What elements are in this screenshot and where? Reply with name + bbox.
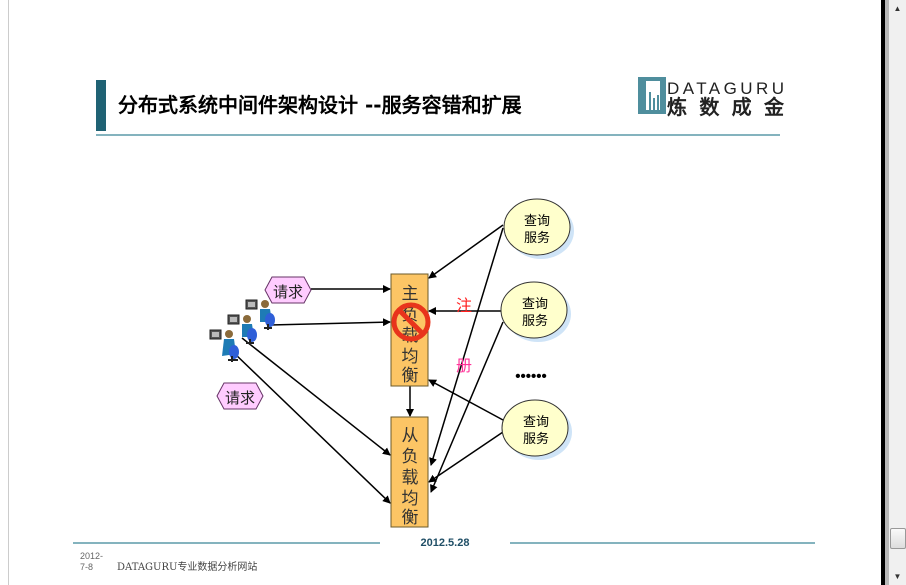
svg-text:查询: 查询 — [524, 214, 550, 229]
slave-load-balancer: 从 负 载 均 衡 — [390, 416, 429, 528]
prohibited-icon — [391, 302, 431, 342]
register-label-1: 注 — [456, 296, 472, 315]
svg-text:服务: 服务 — [523, 431, 549, 447]
svg-text:均: 均 — [402, 489, 419, 509]
query-service-2: 查询 服务 — [500, 281, 571, 342]
title-accent-bar — [96, 80, 106, 131]
window-border-gray — [885, 0, 889, 585]
slide-title: 分布式系统中间件架构设计 --服务容错和扩展 — [118, 93, 522, 117]
slide: 分布式系统中间件架构设计 --服务容错和扩展 DATAGURU 炼数成金 主 负… — [8, 0, 815, 585]
slide-edge — [8, 0, 9, 585]
footer-date: 2012- 7-8 — [80, 551, 104, 572]
svg-text:载: 载 — [402, 468, 419, 488]
users-at-computers-icon — [209, 299, 275, 362]
svg-text:请求: 请求 — [273, 283, 303, 301]
svg-text:从: 从 — [402, 426, 419, 446]
scroll-up-arrow-icon[interactable]: ▲ — [893, 4, 902, 13]
svg-text:衡: 衡 — [402, 366, 419, 386]
svg-text:均: 均 — [402, 347, 419, 367]
window-border — [881, 0, 885, 585]
footer-site: DATAGURU专业数据分析网站 — [117, 562, 258, 573]
scroll-down-arrow-icon[interactable]: ▼ — [893, 572, 902, 581]
query-service-3: 查询 服务 — [501, 399, 572, 460]
svg-text:查询: 查询 — [522, 297, 548, 312]
dataguru-logo: DATAGURU 炼数成金 — [638, 77, 785, 119]
svg-text:服务: 服务 — [524, 230, 550, 246]
connection-arrows — [232, 224, 504, 504]
svg-text:查询: 查询 — [523, 415, 549, 430]
query-service-1: 查询 服务 — [503, 198, 574, 259]
svg-text:负: 负 — [402, 447, 419, 467]
svg-text:主: 主 — [402, 284, 419, 304]
svg-text:衡: 衡 — [402, 508, 419, 528]
request-label-2: 请求 — [216, 382, 264, 410]
svg-text:炼数成金: 炼数成金 — [667, 95, 785, 119]
scrollbar-thumb[interactable] — [890, 528, 906, 549]
vertical-scrollbar[interactable]: ▲ ▼ — [889, 0, 906, 585]
register-label-2: 册 — [456, 356, 472, 375]
svg-text:服务: 服务 — [522, 313, 548, 329]
svg-text:请求: 请求 — [225, 389, 255, 407]
slide-canvas: 分布式系统中间件架构设计 --服务容错和扩展 DATAGURU 炼数成金 主 负… — [73, 77, 815, 549]
more-services-ellipsis: •••••• — [515, 368, 547, 385]
footer-center-date: 2012.5.28 — [421, 537, 470, 549]
request-label-1: 请求 — [264, 276, 312, 304]
